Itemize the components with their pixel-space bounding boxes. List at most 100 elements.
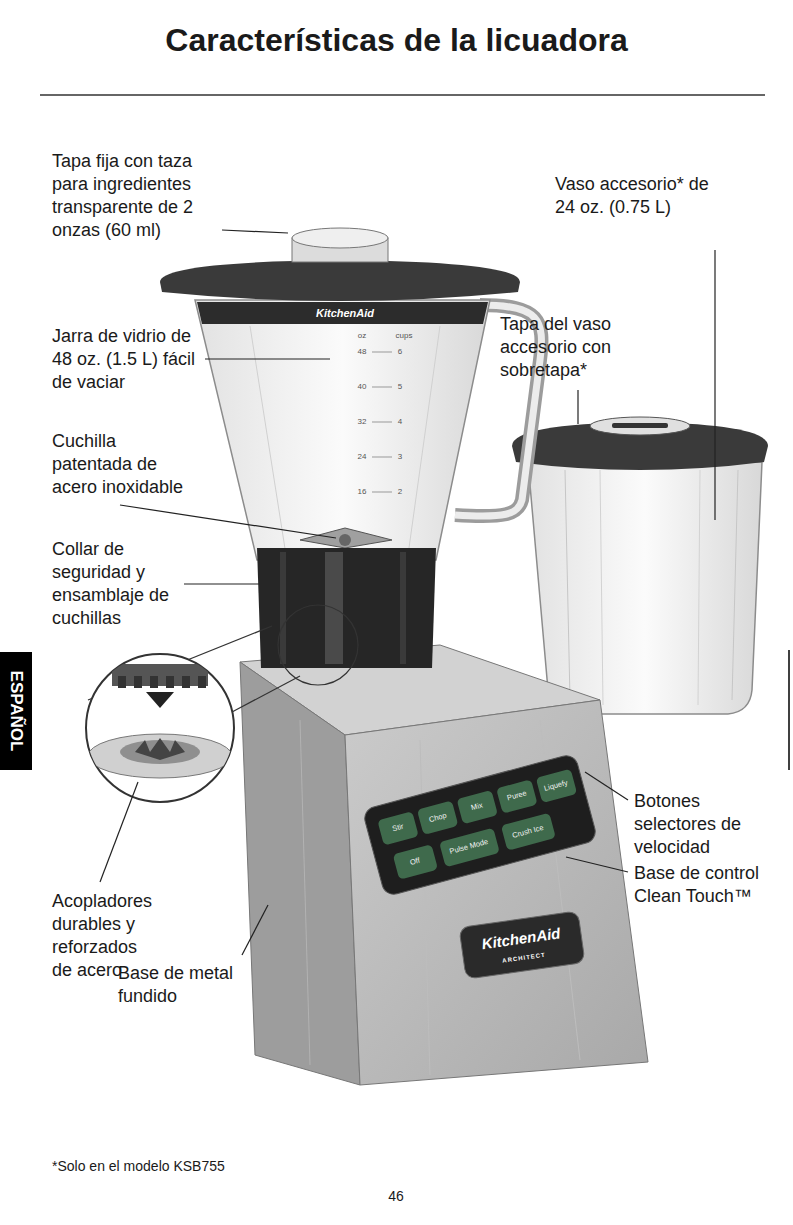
jar-marking-box: 6 — [398, 348, 402, 357]
callout-label: Vaso accesorio* de 24 oz. (0.75 L) — [555, 173, 730, 219]
footnote-box: *Solo en el modelo KSB755 — [52, 1158, 225, 1174]
jar-marking: 32 — [358, 418, 367, 427]
jar-marking: 48 — [358, 348, 367, 357]
coupler-zoom — [88, 664, 232, 778]
leader-line — [242, 905, 268, 955]
jar-marking-box: cups — [396, 332, 413, 341]
jar-marking-box: 5 — [398, 383, 402, 392]
accessory-cup — [698, 470, 700, 705]
blade-collar — [280, 552, 286, 664]
jar-marking-box: 32 — [358, 418, 367, 427]
title-rule — [40, 94, 765, 96]
glass-jar — [339, 534, 351, 546]
jar-marking: 24 — [358, 453, 367, 462]
logo-badge — [459, 911, 585, 979]
coupler-zoom — [88, 734, 232, 778]
tab-label: ESPAÑOL — [8, 671, 25, 752]
control-panel — [536, 769, 578, 803]
callout-box: Base de control Clean Touch™ — [634, 862, 784, 908]
glass-jar — [250, 326, 286, 555]
zoom-lines — [232, 676, 300, 712]
callout-label: Base de metal fundido — [118, 962, 238, 1008]
leader-line — [577, 390, 578, 424]
callout-label: Tapa fija con taza para ingredientes tra… — [52, 150, 217, 242]
brand-logo: KitchenAid — [316, 307, 374, 319]
leader-line — [184, 583, 259, 584]
jar-marking-box: 16 — [358, 488, 367, 497]
control-panel — [439, 828, 500, 868]
glass-jar — [372, 457, 392, 458]
motor-base — [420, 740, 430, 1075]
motor-base — [240, 645, 648, 1085]
glass-jar — [292, 228, 388, 248]
glass-jar — [372, 387, 392, 388]
callout-box: Tapa del vaso accesorio con sobretapa* — [500, 313, 630, 382]
accessory-cup — [732, 470, 738, 700]
leader-line — [100, 230, 715, 955]
motor-base — [345, 700, 648, 1085]
glass-jar — [372, 352, 392, 353]
glass-jar — [197, 302, 488, 324]
accessory-cup — [512, 417, 768, 714]
glass-jar — [160, 260, 520, 301]
leader-line — [120, 505, 336, 538]
page-number: 46 — [388, 1189, 404, 1204]
leader-line — [714, 250, 715, 520]
jar-marking-box: 3 — [398, 453, 402, 462]
glass-jar — [300, 528, 392, 548]
leader-line — [100, 782, 138, 882]
glass-jar — [372, 492, 392, 493]
jar-marking: 3 — [398, 453, 402, 462]
glass-jar — [195, 300, 490, 560]
brand-logo-box: KitchenAid — [316, 307, 374, 319]
page-edge-mark — [788, 650, 790, 770]
jar-marking: 16 — [358, 488, 367, 497]
leader-line — [566, 857, 628, 872]
jar-marking: 2 — [398, 488, 402, 497]
zoom-lines — [278, 605, 358, 685]
accessory-cup — [590, 417, 690, 435]
page-number-box: 46 — [388, 1189, 404, 1204]
coupler-zoom — [118, 676, 126, 688]
callout-box: Collar de seguridad y ensamblaje de cuch… — [52, 538, 177, 630]
coupler-zoom — [112, 664, 208, 686]
jar-marking: 5 — [398, 383, 402, 392]
jar-marking: 40 — [358, 383, 367, 392]
jar-marking-box: 4 — [398, 418, 402, 427]
jar-marking: oz — [358, 332, 366, 341]
callout-box: Vaso accesorio* de 24 oz. (0.75 L) — [555, 173, 730, 219]
jar-marking: 6 — [398, 348, 402, 357]
coupler-zoom — [198, 676, 206, 688]
jar-marking: cups — [396, 332, 413, 341]
callout-box: Tapa fija con taza para ingredientes tra… — [52, 150, 217, 242]
coupler-zoom — [134, 676, 142, 688]
callout-box: Botones selectores de velocidad — [634, 790, 784, 859]
coupler-zoom — [86, 654, 234, 802]
accessory-cup — [612, 423, 668, 428]
control-panel — [501, 813, 556, 851]
coupler-zoom — [146, 692, 174, 708]
control-panel — [417, 800, 459, 834]
motor-base — [240, 662, 360, 1085]
blade-collar — [400, 552, 406, 664]
coupler-zoom — [166, 676, 174, 688]
callout-label: Tapa del vaso accesorio con sobretapa* — [500, 313, 630, 382]
motor-base — [300, 720, 310, 1065]
callout-label: Cuchilla patentada de acero inoxidable — [52, 430, 197, 499]
callout-box: Jarra de vidrio de 48 oz. (1.5 L) fácil … — [52, 325, 200, 394]
glass-jar — [408, 326, 440, 555]
callout-box: Cuchilla patentada de acero inoxidable — [52, 430, 197, 499]
leader-line — [222, 230, 288, 233]
footnote: *Solo en el modelo KSB755 — [52, 1158, 225, 1174]
coupler-zoom — [182, 676, 190, 688]
accessory-cup — [528, 462, 762, 714]
jar-marking-box: 48 — [358, 348, 367, 357]
blade-collar — [257, 548, 436, 668]
accessory-cup — [600, 470, 603, 705]
control-panel — [362, 753, 598, 897]
accessory-cup — [565, 470, 570, 700]
logo-badge — [459, 911, 585, 979]
callout-label: Jarra de vidrio de 48 oz. (1.5 L) fácil … — [52, 325, 200, 394]
control-panel — [362, 753, 598, 897]
